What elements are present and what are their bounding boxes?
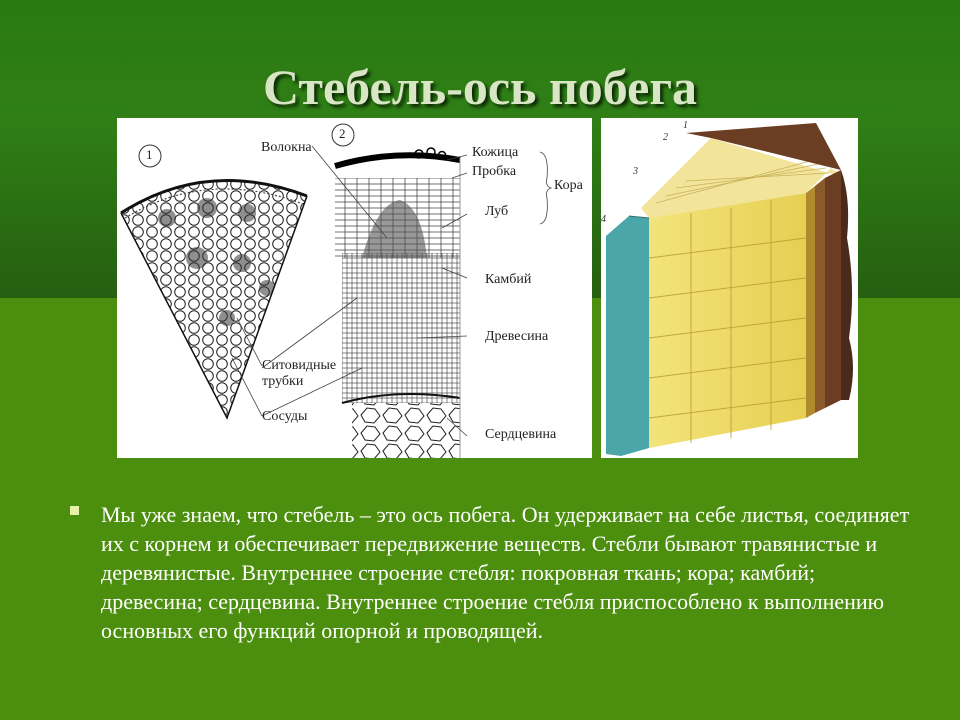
trunk-number-3: 3 bbox=[633, 166, 638, 177]
trunk-number-4: 4 bbox=[601, 214, 606, 225]
label-sieve-tubes-line1: Ситовидные bbox=[262, 358, 337, 373]
trunk-section-drawing bbox=[606, 123, 853, 456]
stem-cross-section-drawing bbox=[120, 123, 553, 458]
trunk-number-1: 1 bbox=[683, 120, 688, 131]
label-bast: Луб bbox=[485, 204, 509, 219]
stem-cross-section-diagram: Волокна Кожица Пробка Кора Луб Камбий Др… bbox=[117, 118, 592, 458]
bullet-marker bbox=[70, 506, 79, 515]
figure-marker-1: 1 bbox=[146, 147, 153, 162]
trunk-section-diagram: 1 2 3 4 bbox=[601, 118, 858, 458]
label-vessels: Сосуды bbox=[262, 409, 308, 424]
figure-marker-2: 2 bbox=[339, 126, 346, 141]
label-cambium: Камбий bbox=[485, 272, 532, 287]
trunk-number-2: 2 bbox=[663, 132, 668, 143]
label-wood: Древесина bbox=[485, 329, 549, 344]
label-pith: Сердцевина bbox=[485, 427, 557, 442]
slide-title: Стебель-ось побега bbox=[262, 59, 698, 115]
label-bark: Кора bbox=[554, 178, 583, 193]
slide-body-text: Мы уже знаем, что стебель – это ось побе… bbox=[101, 502, 910, 643]
label-fibers: Волокна bbox=[261, 140, 312, 155]
label-sieve-tubes-line2: трубки bbox=[262, 374, 304, 389]
label-skin: Кожица bbox=[472, 145, 519, 160]
label-cork: Пробка bbox=[472, 164, 517, 179]
